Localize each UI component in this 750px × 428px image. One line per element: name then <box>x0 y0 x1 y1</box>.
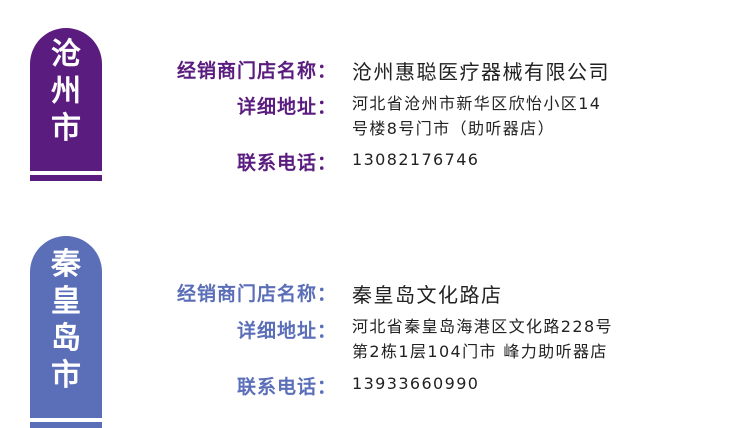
city-badge-cangzhou: 沧 州 市 <box>30 28 102 171</box>
phone-label: 联系电话： <box>236 376 337 398</box>
city-char: 秦 <box>51 247 81 282</box>
address-label: 详细地址： <box>236 96 337 118</box>
city-char: 皇 <box>51 284 81 319</box>
city-char: 州 <box>51 74 81 109</box>
city-char: 市 <box>51 358 81 393</box>
city-badge-qinhuangdao: 秦 皇 岛 市 <box>30 236 102 418</box>
store-name-label: 经销商门店名称： <box>176 60 337 82</box>
address-line-2: 号楼8号门市（助听器店） <box>352 119 555 138</box>
address-line-1: 河北省沧州市新华区欣怡小区14 <box>352 94 602 113</box>
phone-value: 13082176746 <box>352 150 480 169</box>
city-char: 沧 <box>51 37 81 72</box>
city-badge-underline <box>30 422 102 428</box>
address-label: 详细地址： <box>236 320 337 342</box>
phone-value: 13933660990 <box>352 374 480 393</box>
city-char: 岛 <box>51 321 81 356</box>
address-line-1: 河北省秦皇岛海港区文化路228号 <box>352 317 613 336</box>
address-line-2: 第2栋1层104门市 峰力助听器店 <box>352 342 608 361</box>
phone-label: 联系电话： <box>236 152 337 174</box>
city-char: 市 <box>51 111 81 146</box>
city-badge-underline <box>30 175 102 181</box>
store-name-value: 秦皇岛文化路店 <box>352 283 503 307</box>
store-name-value: 沧州惠聪医疗器械有限公司 <box>352 60 610 84</box>
store-name-label: 经销商门店名称： <box>176 283 337 305</box>
